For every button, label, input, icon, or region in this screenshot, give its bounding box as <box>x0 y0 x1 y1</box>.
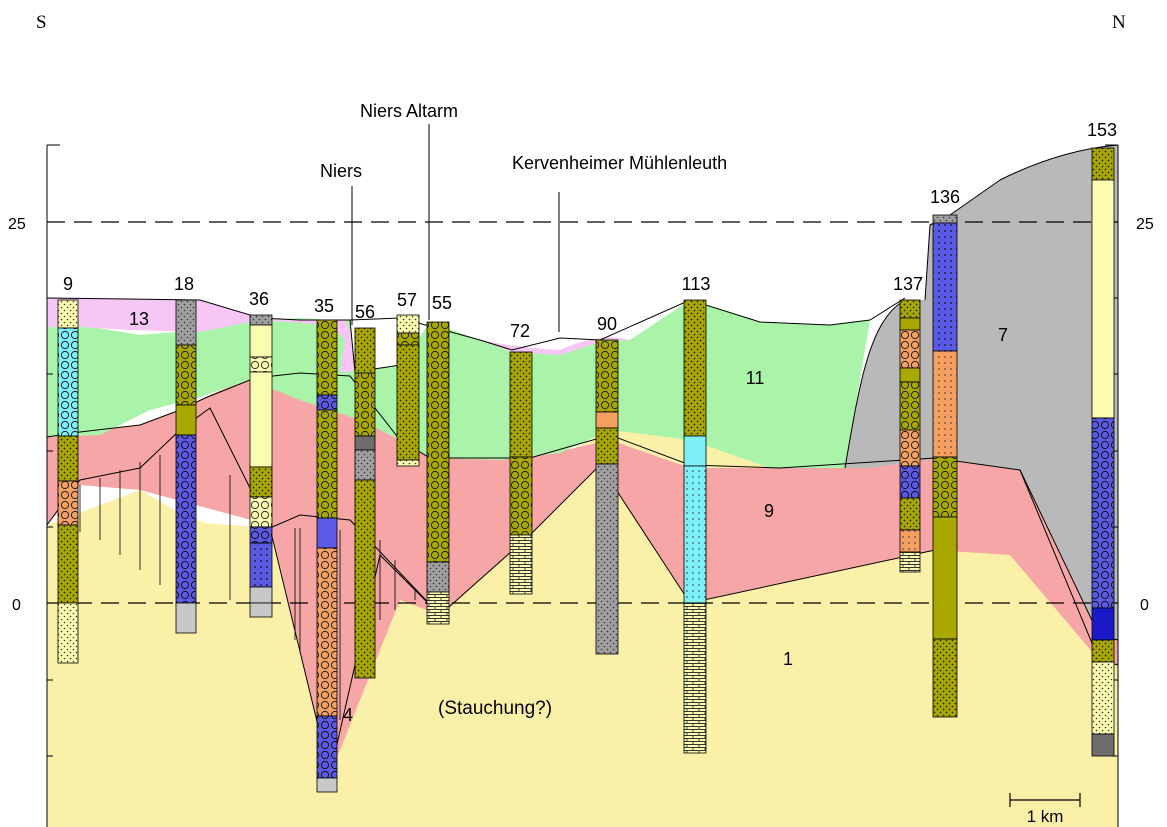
niers-label: Niers <box>320 161 362 181</box>
left-axis <box>46 144 60 827</box>
borehole-72 <box>509 351 533 595</box>
stauchung-label: (Stauchung?) <box>438 698 552 719</box>
unit-11-label: 11 <box>746 368 765 388</box>
north-label: N <box>1112 12 1126 33</box>
borehole-label-72: 72 <box>510 321 530 341</box>
borehole-label-153: 153 <box>1087 120 1117 140</box>
borehole-57 <box>396 314 420 467</box>
borehole-35 <box>316 319 338 793</box>
borehole-55 <box>426 321 450 625</box>
borehole-153 <box>1091 147 1115 757</box>
left-tick-0: 0 <box>12 597 21 614</box>
unit-4-label: 4 <box>343 705 353 725</box>
unit-1-label: 1 <box>783 649 793 669</box>
south-label: S <box>36 12 47 33</box>
borehole-90 <box>595 339 619 655</box>
kervenheimer-label: Kervenheimer Mühlenleuth <box>512 153 727 173</box>
borehole-36 <box>249 314 273 618</box>
unit-9-label: 9 <box>764 501 774 521</box>
hatch-lines <box>79 455 416 720</box>
unit-7-area <box>845 145 1118 640</box>
borehole-label-137: 137 <box>893 274 923 294</box>
borehole-label-136: 136 <box>930 187 960 207</box>
borehole-label-55: 55 <box>432 293 452 313</box>
borehole-137 <box>899 299 921 573</box>
scale-label: 1 km <box>1027 807 1064 826</box>
unit-9-area <box>47 373 1118 775</box>
unit-13-area <box>47 298 630 372</box>
borehole-56 <box>354 327 376 679</box>
borehole-label-35: 35 <box>314 296 334 316</box>
borehole-113 <box>683 299 707 754</box>
niers-altarm-label: Niers Altarm <box>360 101 458 121</box>
label-pointers <box>351 124 560 332</box>
scale-bar <box>1009 793 1081 807</box>
borehole-label-56: 56 <box>355 302 375 322</box>
borehole-18 <box>175 299 197 634</box>
unit-13-label: 13 <box>129 309 149 329</box>
borehole-label-18: 18 <box>174 274 194 294</box>
borehole-label-9: 9 <box>63 274 73 294</box>
borehole-label-57: 57 <box>397 290 417 310</box>
right-tick-25: 25 <box>1136 216 1154 233</box>
borehole-136 <box>932 214 958 718</box>
unit-7-label: 7 <box>998 325 1008 345</box>
left-tick-25: 25 <box>8 216 26 233</box>
borehole-label-36: 36 <box>249 289 269 309</box>
right-tick-0: 0 <box>1140 597 1149 614</box>
borehole-9 <box>57 299 79 664</box>
borehole-label-113: 113 <box>682 274 711 294</box>
borehole-label-90: 90 <box>597 314 617 334</box>
